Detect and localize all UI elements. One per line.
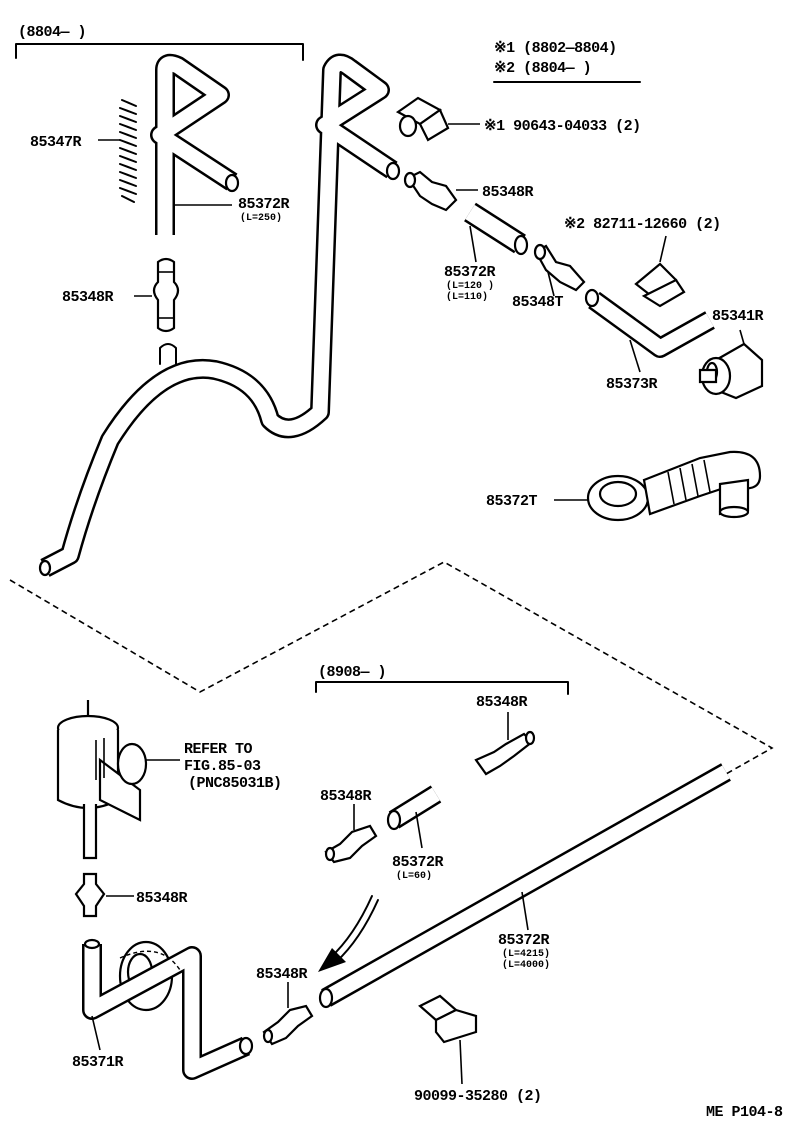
part-label-85348R-f: 85348R xyxy=(256,966,308,983)
clip-82711-12660: ※2 82711-12660 (2) xyxy=(564,216,721,308)
part-label-90099: 90099-35280 (2) xyxy=(414,1088,542,1105)
note-2: ※2 (8804— ) xyxy=(494,60,591,77)
length-label-4215: (L=4215) xyxy=(502,948,550,960)
connector-85348R-e: 85348R xyxy=(74,872,188,918)
hose-85372R-long: 85372R (L=4215) (L=4000) xyxy=(318,763,731,1009)
clip-label-2: ※2 82711-12660 (2) xyxy=(564,216,721,233)
part-label-85348R-d: 85348R xyxy=(320,788,372,805)
part-label-85348R-c: 85348R xyxy=(476,694,528,711)
refer-line-1: REFER TO xyxy=(184,741,253,758)
note-1: ※1 (8802—8804) xyxy=(494,40,617,57)
connector-85348R-c: 85348R xyxy=(474,694,536,776)
length-label-250: (L=250) xyxy=(240,212,282,224)
part-label-85371R: 85371R xyxy=(72,1054,124,1071)
page-reference: ME P104-8 xyxy=(706,1104,783,1121)
part-label-85372R-a: 85372R xyxy=(238,196,290,213)
part-label-85372R-b: 85372R xyxy=(444,264,496,281)
range-label-top: (8804— ) xyxy=(18,24,86,41)
hose-85372R-60: 85372R (L=60) xyxy=(386,785,444,882)
part-85372T: 85372T xyxy=(486,450,762,522)
part-85341R: 85341R xyxy=(698,308,764,400)
connector-85348T: 85348T xyxy=(512,243,586,311)
main-hose-upper xyxy=(38,53,401,577)
connector-85348R-a: 85348R xyxy=(62,257,180,365)
connector-85348R-f: 85348R xyxy=(256,966,314,1046)
hose-85372R-top: 85372R (L=250) xyxy=(150,53,290,235)
refer-line-3: (PNC85031B) xyxy=(188,775,282,792)
hose-85373R: 85373R xyxy=(584,288,715,393)
clip-90643-04033: ※1 90643-04033 (2) xyxy=(395,96,641,142)
part-label-85372T: 85372T xyxy=(486,493,538,510)
part-label-85341R: 85341R xyxy=(712,308,764,325)
range-bracket-top: (8804— ) xyxy=(15,24,304,61)
length-label-120: (L=120 ) xyxy=(446,280,494,292)
part-label-85347R: 85347R xyxy=(30,134,82,151)
part-label-85348R-b: 85348R xyxy=(482,184,534,201)
range-bracket-mid: (8908— ) xyxy=(315,664,569,695)
part-label-85372R-c: 85372R xyxy=(392,854,444,871)
notes-top-right: ※1 (8802—8804) ※2 (8804— ) xyxy=(493,40,641,83)
part-label-85348R-e: 85348R xyxy=(136,890,188,907)
part-label-85348T: 85348T xyxy=(512,294,564,311)
refer-line-2: FIG.85-03 xyxy=(184,758,261,775)
part-label-85373R: 85373R xyxy=(606,376,658,393)
clip-90099-35280: 90099-35280 (2) xyxy=(414,994,542,1105)
length-label-4000: (L=4000) xyxy=(502,959,550,971)
vacuum-switch: REFER TO FIG.85-03 (PNC85031B) xyxy=(56,700,282,860)
part-label-85372R-d: 85372R xyxy=(498,932,550,949)
range-label-mid: (8908— ) xyxy=(318,664,386,681)
clip-label-1: ※1 90643-04033 (2) xyxy=(484,118,641,135)
connector-85348R-d: 85348R xyxy=(320,788,378,864)
connector-85348R-b: 85348R xyxy=(403,170,534,212)
spring-85347R: 85347R xyxy=(30,99,137,203)
hose-85372R-short: 85372R (L=120 ) (L=110) xyxy=(444,202,529,303)
length-label-60: (L=60) xyxy=(396,870,432,882)
hose-85371R: 85371R xyxy=(72,938,254,1080)
length-label-110: (L=110) xyxy=(446,291,488,303)
part-label-85348R-a: 85348R xyxy=(62,289,114,306)
direction-arrow xyxy=(318,895,379,972)
